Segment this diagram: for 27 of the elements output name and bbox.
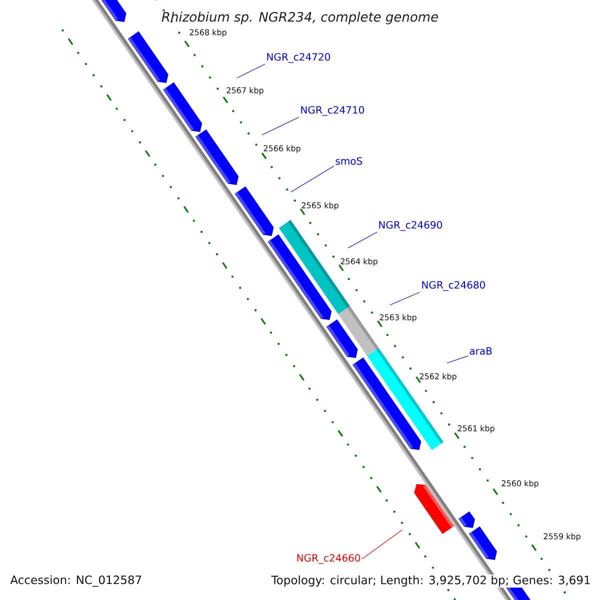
gene-label: NGR_c24720 [267, 53, 330, 63]
leader-line [236, 64, 266, 78]
tick-label: 2561 kbp [458, 425, 494, 433]
gene-label: NGR_c24710 [301, 106, 364, 116]
tick-label: 2567 kbp [226, 87, 264, 95]
tick-label: 2564 kbp [340, 258, 378, 266]
leader-line [390, 292, 420, 306]
tick-label: 2559 kbp [544, 533, 580, 541]
tick-label: 2566 kbp [264, 145, 300, 153]
tick-label: 2560 kbp [502, 480, 538, 488]
leader-line [446, 356, 468, 364]
gene-label: NGR_c24660 [297, 554, 360, 564]
gene-label: NGR_c24690 [379, 221, 442, 231]
tick-label: 2563 kbp [380, 314, 416, 322]
gene-label: smoS [336, 157, 362, 165]
leader-line [362, 530, 402, 560]
tick-label: 2562 kbp [420, 373, 456, 381]
leader-line [262, 116, 300, 136]
summary-text: Topology: circular; Length: 3,925,702 bp; Genes: 3,691 [270, 574, 592, 588]
gene-label: NGR_c24680 [422, 281, 486, 291]
title: Rhizobium sp. NGR234, complete genome [162, 12, 438, 24]
gene-label: araB [470, 347, 492, 355]
tick-label: 2568 kbp [190, 29, 226, 37]
accession-text: Accession: NC_012587 [9, 574, 144, 588]
leader-line [348, 232, 378, 248]
leader-line [290, 166, 334, 192]
tick-label: 2565 kbp [302, 202, 338, 210]
